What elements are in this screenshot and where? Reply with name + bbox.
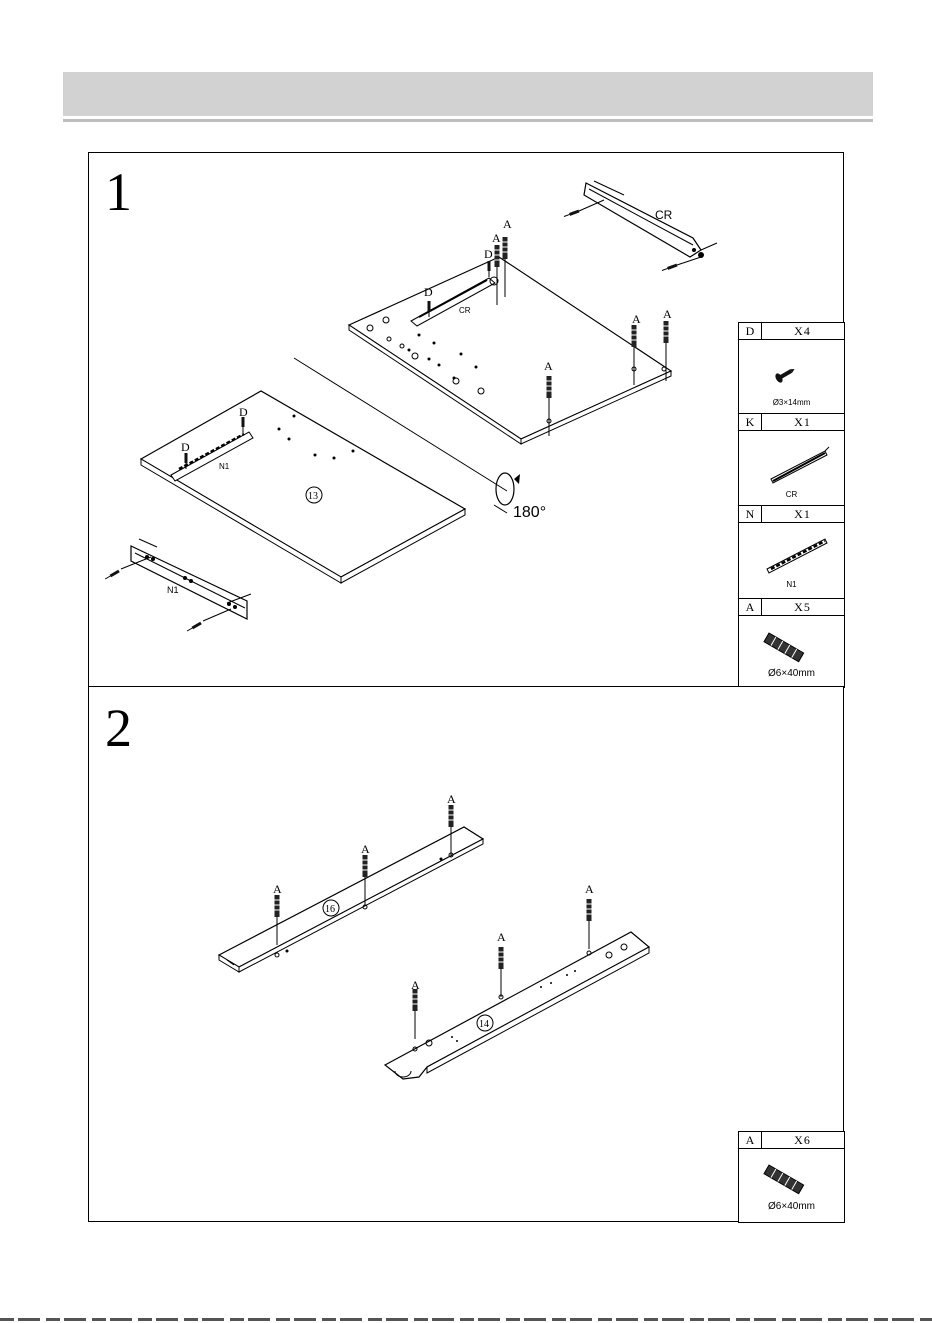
dowel-a: [499, 947, 504, 997]
panel-16: [219, 827, 483, 972]
cr-screw-right: [661, 264, 677, 272]
panel-14: [385, 932, 649, 1079]
part-quantity: X1: [761, 506, 844, 522]
header-bar: [63, 72, 873, 116]
part-header: K X1: [739, 414, 844, 431]
page-bottom-dashes: [0, 1318, 932, 1321]
part-header: A X5: [739, 599, 844, 616]
label-a: A: [447, 792, 456, 806]
label-a: A: [663, 307, 672, 321]
part-quantity: X1: [761, 414, 844, 430]
part-letter: K: [739, 414, 762, 430]
header-rule: [63, 119, 873, 122]
label-d: D: [181, 440, 190, 454]
label-n1-panel: N1: [219, 462, 230, 471]
label-n1-rail: N1: [167, 585, 179, 595]
label-a: A: [361, 842, 370, 856]
part-cell: CR: [739, 431, 844, 506]
label-d: D: [424, 285, 433, 299]
part-letter: D: [739, 323, 762, 339]
label-cr-panel: CR: [459, 306, 471, 315]
cr-screw-left: [563, 210, 579, 218]
part-cell: Ø6×40mm: [739, 1149, 844, 1223]
parts-list: A X6 Ø6×40mm: [738, 1131, 845, 1223]
part-quantity: X6: [761, 1132, 844, 1148]
label-a: A: [544, 359, 553, 373]
cr-rail: [579, 181, 717, 265]
part-cell: Ø6×40mm: [739, 616, 844, 689]
part-letter: A: [739, 1132, 762, 1148]
part-header: D X4: [739, 323, 844, 340]
n1-rail: [131, 539, 251, 619]
part-header: N X1: [739, 506, 844, 523]
part-caption: N1: [739, 580, 844, 589]
part-header: A X6: [739, 1132, 844, 1149]
label-panel-13: 13: [308, 491, 318, 502]
label-a: A: [632, 312, 641, 326]
label-rotate-180: 180°: [513, 504, 546, 521]
dowel-a: [413, 989, 418, 1039]
part-caption: Ø6×40mm: [739, 668, 844, 679]
panel-13: [141, 391, 465, 583]
part-cell: N1: [739, 523, 844, 599]
n1-screw-left: [104, 570, 119, 581]
label-a: A: [411, 978, 420, 992]
step-2-panel: 2 A A A 16: [88, 686, 844, 1222]
part-caption: CR: [739, 490, 844, 499]
part-caption: Ø6×40mm: [739, 1201, 844, 1212]
part-letter: A: [739, 599, 762, 615]
parts-list: D X4 Ø3×14mm K X1 CR: [738, 322, 845, 688]
label-a: A: [497, 930, 506, 944]
upper-panel: [349, 257, 671, 444]
part-caption: Ø3×14mm: [739, 398, 844, 407]
label-a: A: [273, 882, 282, 896]
label-d: D: [484, 247, 493, 261]
step-1-drawing: A A A A A D D CR CR: [89, 153, 739, 688]
label-a: A: [585, 882, 594, 896]
label-panel-14: 14: [479, 1019, 489, 1030]
step-2-drawing: A A A 16 A A A 14: [89, 687, 739, 1223]
label-panel-16: 16: [325, 904, 335, 915]
label-a: A: [492, 231, 501, 245]
label-a: A: [503, 217, 512, 231]
part-quantity: X4: [761, 323, 844, 339]
part-cell: Ø3×14mm: [739, 340, 844, 414]
part-quantity: X5: [761, 599, 844, 615]
step-1-panel: 1: [88, 152, 844, 687]
dowel-a: [587, 899, 592, 949]
label-d: D: [239, 405, 248, 419]
label-cr-rail: CR: [655, 208, 673, 222]
n1-screw-right: [186, 622, 201, 633]
part-letter: N: [739, 506, 762, 522]
